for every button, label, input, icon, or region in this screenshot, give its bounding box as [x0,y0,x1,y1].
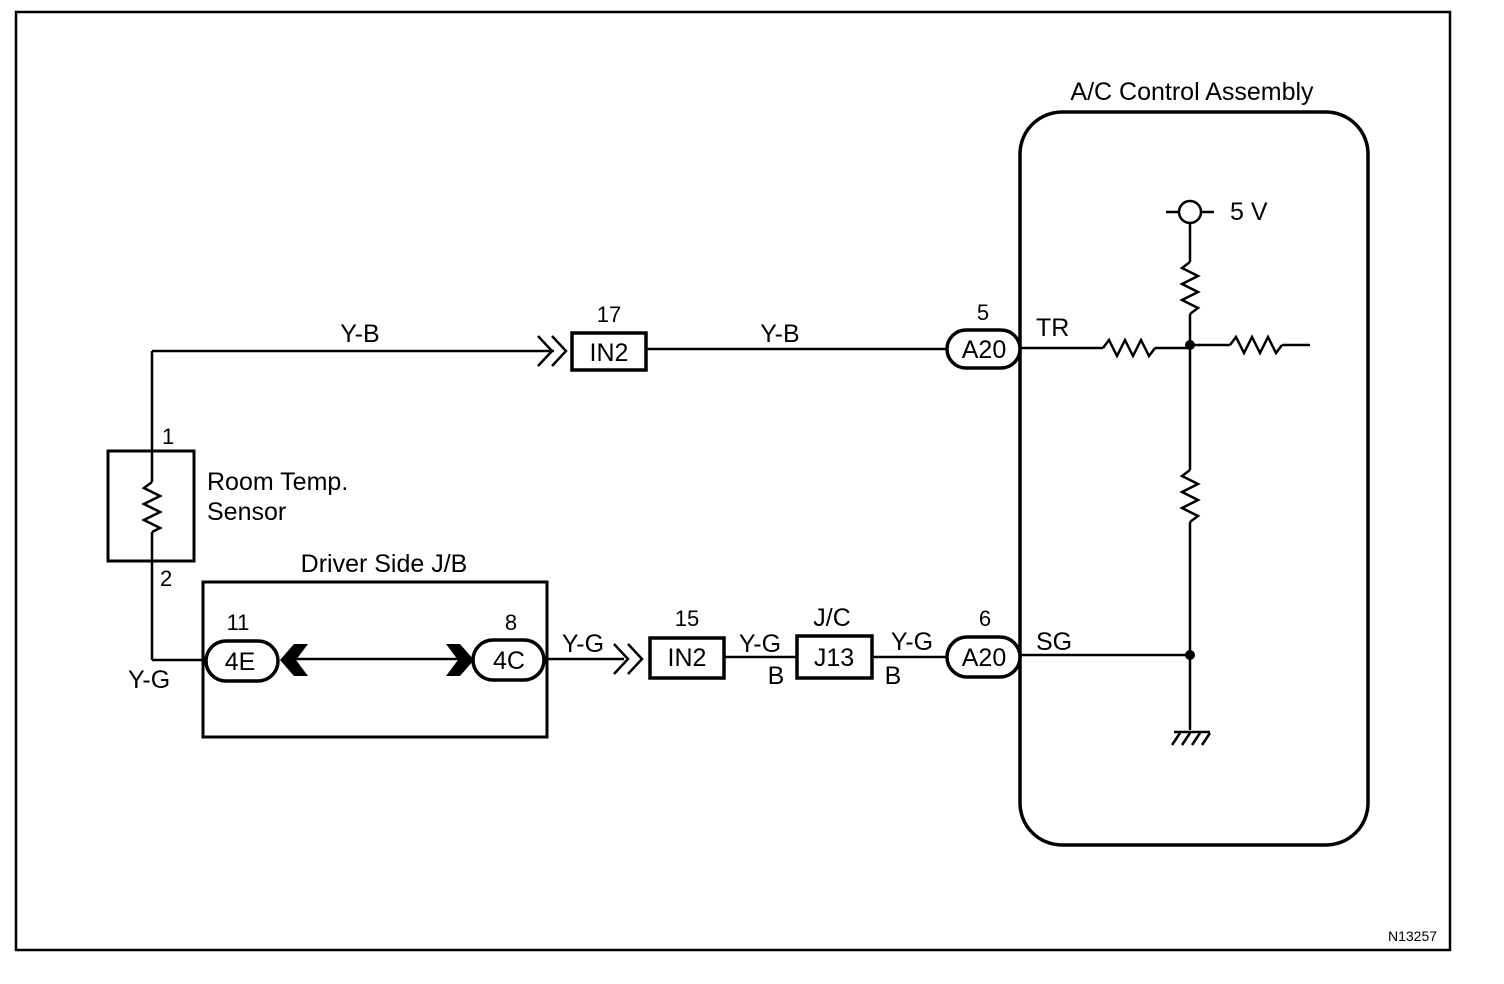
terminal-sg-label: SG [1036,628,1072,656]
sensor-pin-1: 1 [162,424,174,449]
sensor-pin-2: 2 [160,566,172,591]
connector-in2-top [570,331,648,372]
supply-voltage-label: 5 V [1230,198,1268,226]
connector-a20-bottom [945,635,1022,679]
thermistor-icon [141,351,163,660]
wire-label-top-left: Y-B [340,320,379,348]
connector-arrow-icon [613,643,644,675]
connector-in2-bottom-code: IN2 [668,644,707,672]
connector-arrow-icon [537,335,568,367]
ground-icon [1170,730,1212,746]
assembly-title: A/C Control Assembly [1070,78,1314,106]
connector-in2-top-code: IN2 [590,339,629,367]
wire-label-j13-a20-color: Y-G [891,628,933,656]
connector-in2-bottom [648,636,726,680]
connector-in2-top-pin: 17 [597,302,621,327]
connector-4c-code: 4C [493,647,525,675]
connector-a20-top [945,328,1022,370]
figure-id: N13257 [1388,928,1437,944]
diagram-frame [14,10,1452,952]
connector-4c-pin: 8 [505,610,517,635]
wire-label-in2-j13-color: Y-G [739,630,781,658]
wire-label-in2-j13-stripe: B [768,662,785,690]
junction-connector-title: J/C [813,604,851,632]
wire-label-left-bottom: Y-G [128,666,170,694]
connector-4e-pin: 11 [227,610,250,635]
wire-label-j13-a20-stripe: B [885,662,902,690]
connector-a20-bottom-code: A20 [962,644,1006,672]
junction-block-title: Driver Side J/B [301,550,468,578]
resistor-icon [1179,261,1201,315]
voltage-source-icon [1166,199,1214,225]
resistor-icon [1179,469,1201,523]
wire-label-top-right: Y-B [760,320,799,348]
internal-circuit [1020,223,1310,746]
ac-control-assembly-box [1018,110,1370,847]
connector-a20-top-code: A20 [962,336,1006,364]
sensor-name-line2: Sensor [207,498,286,526]
terminal-tr-label: TR [1036,314,1069,342]
resistor-icon [1102,337,1156,359]
connector-a20-top-pin: 5 [977,300,989,325]
connector-4e [204,639,280,683]
wire-label-after-4c: Y-G [562,630,604,658]
connector-a20-bottom-pin: 6 [979,606,991,631]
connector-chevron-icon [446,644,474,676]
connector-4e-code: 4E [225,648,256,676]
sensor-name-line1: Room Temp. [207,468,348,496]
connector-j13 [795,634,874,680]
resistor-icon [1229,334,1283,356]
connector-j13-code: J13 [814,644,854,672]
connector-in2-bottom-pin: 15 [675,606,699,631]
connector-chevron-icon [280,644,308,676]
